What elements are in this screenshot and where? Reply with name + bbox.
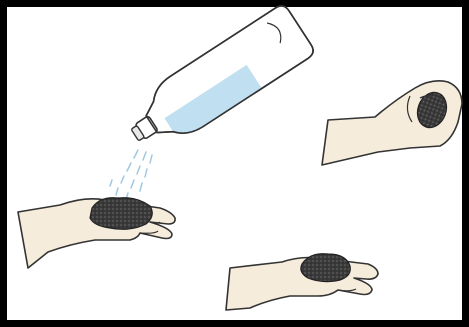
hand-with-soil-ball-icon xyxy=(226,254,378,310)
water-drops-icon xyxy=(110,150,152,199)
water-bottle-icon xyxy=(119,3,317,161)
hand-with-wet-soil-icon xyxy=(18,198,175,268)
hand-squeezing-soil-icon xyxy=(322,81,462,165)
